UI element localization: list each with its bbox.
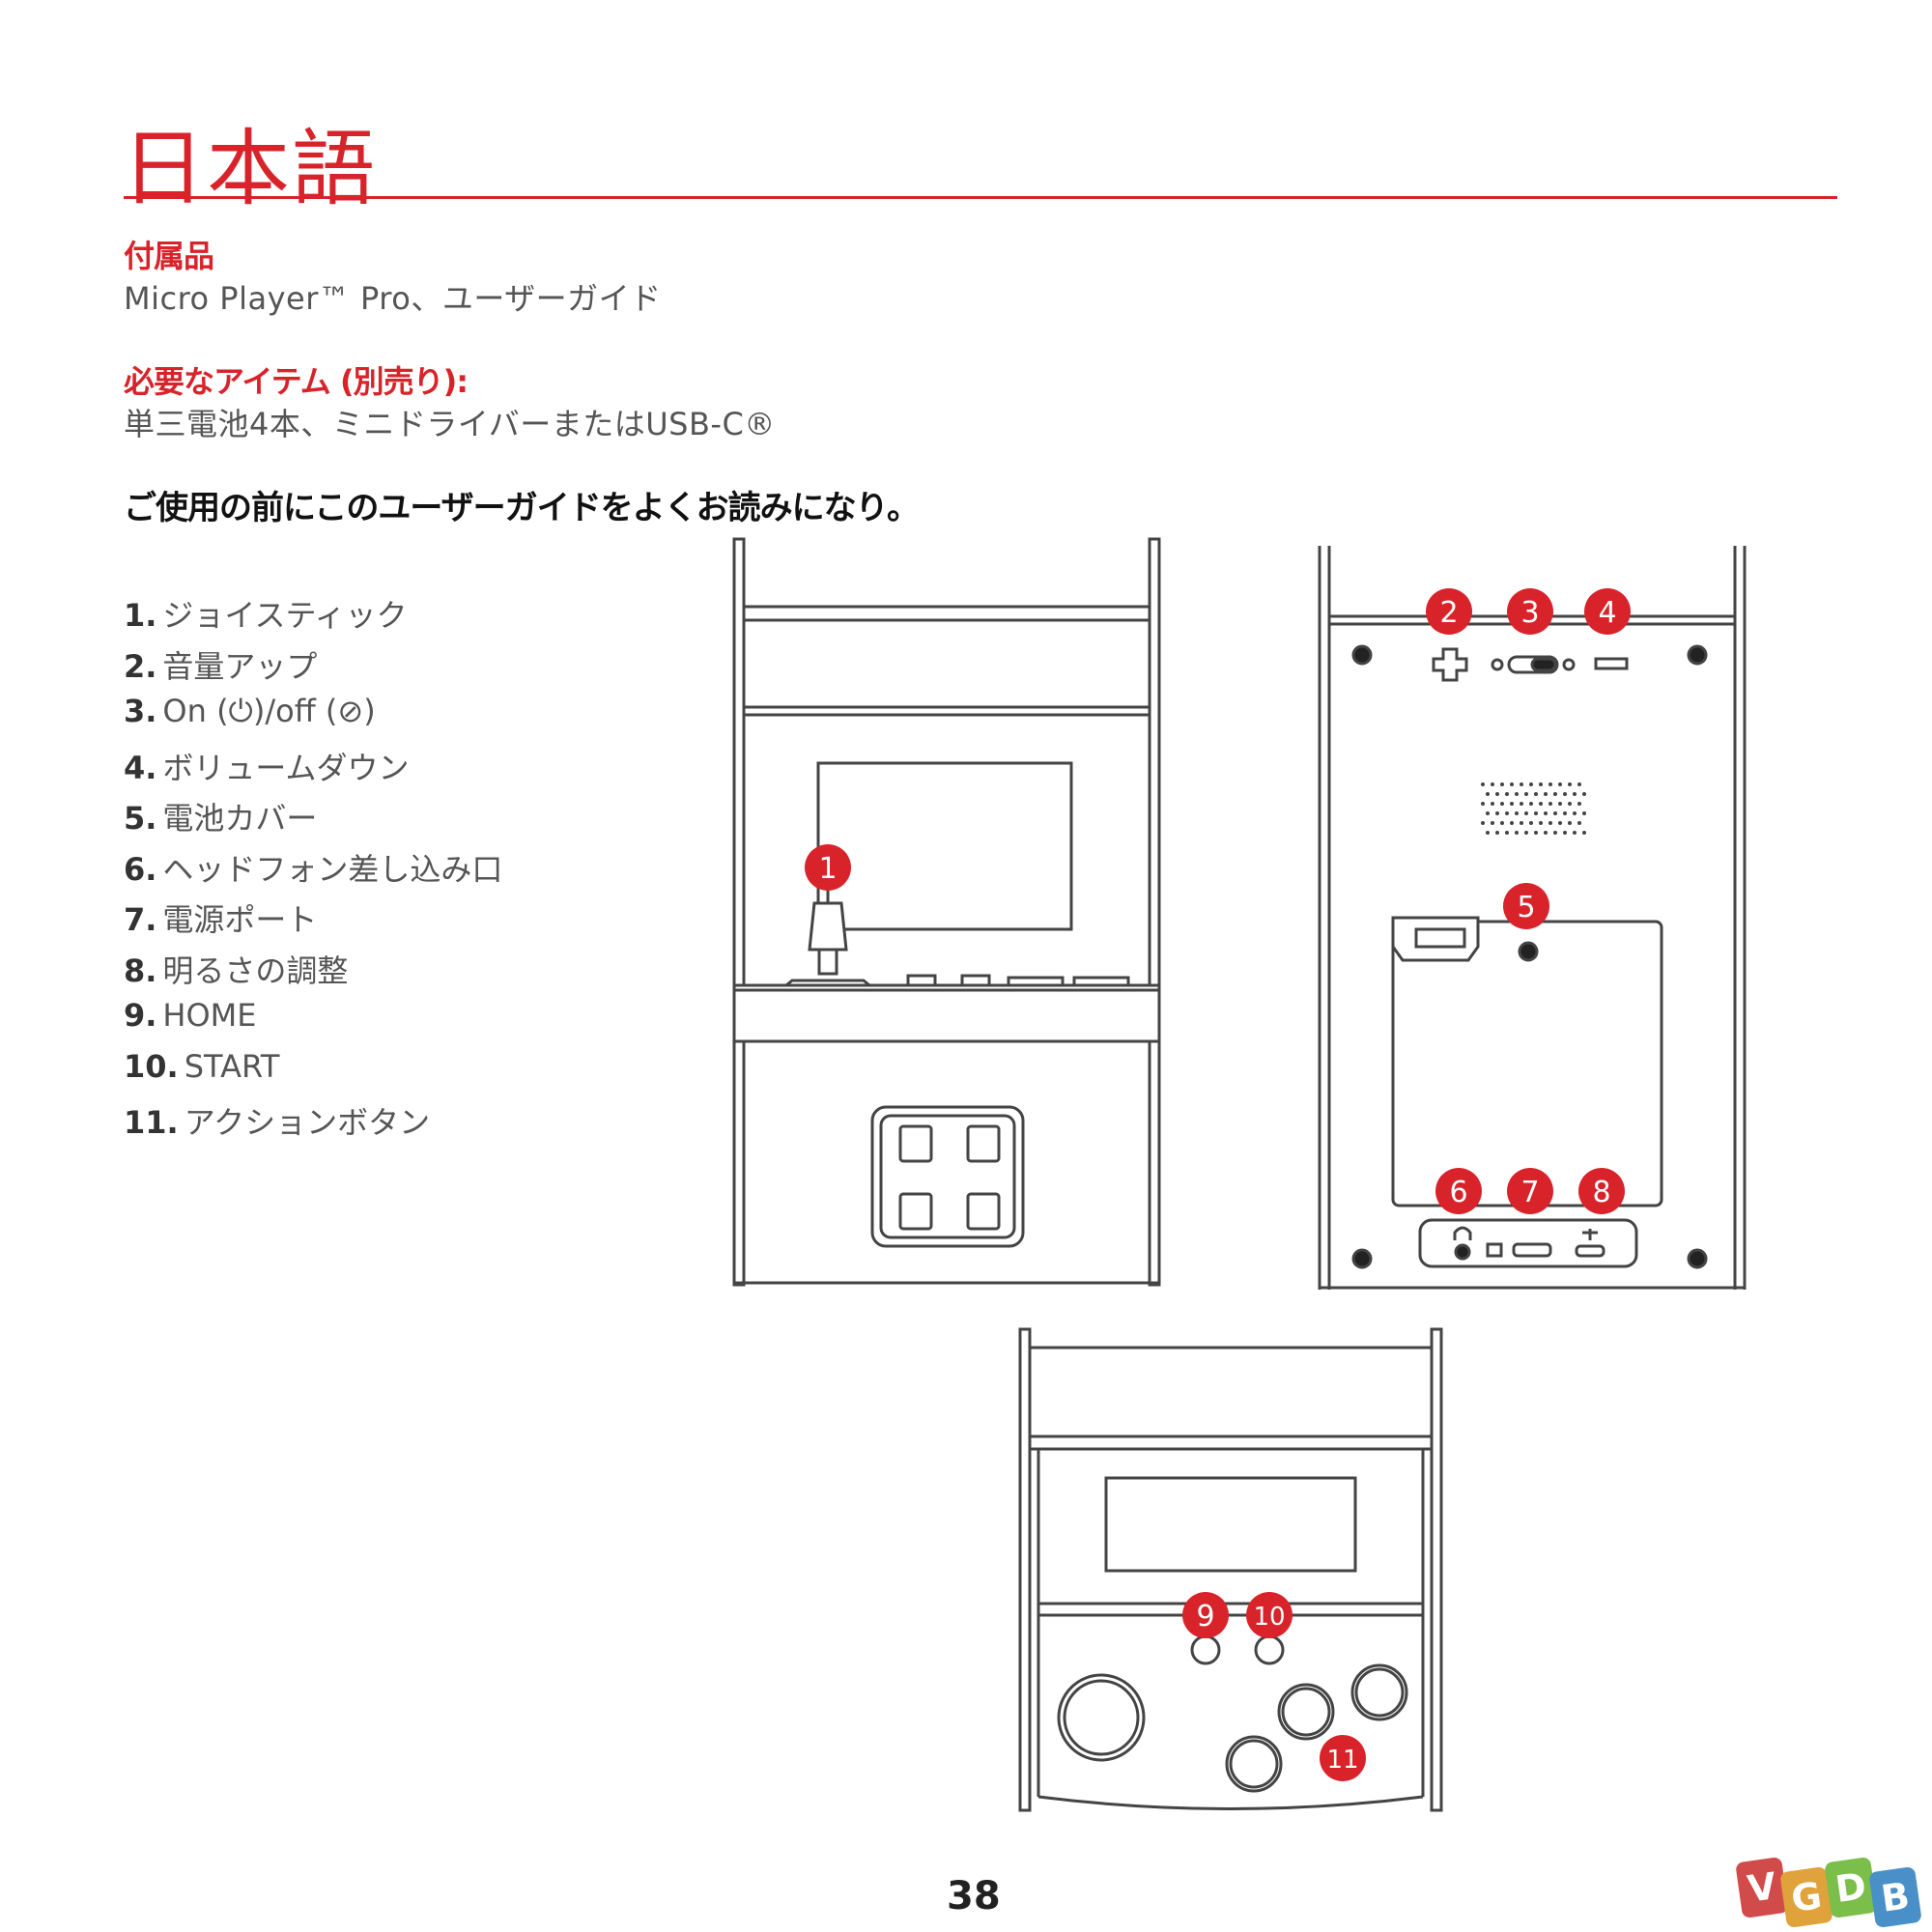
svg-text:11: 11 <box>1326 1746 1358 1775</box>
page-title: 日本語 <box>122 121 377 217</box>
svg-text:6: 6 <box>1449 1176 1467 1209</box>
list-item: 11.アクションボタン <box>124 1104 431 1141</box>
callout-badge: 9 <box>1182 1592 1229 1638</box>
callout-badge: 11 <box>1320 1735 1366 1781</box>
headphone-icon <box>1453 1226 1472 1240</box>
read-guide-notice: ご使用の前にこのユーザーガイドをよくお読みになり。 <box>124 489 920 527</box>
callout-badge: 4 <box>1584 588 1631 635</box>
top-view-illustration <box>1018 1327 1443 1812</box>
callout-badge: 5 <box>1503 883 1549 929</box>
callout-badge: 1 <box>805 844 851 891</box>
power-switch-icon <box>1491 655 1576 674</box>
list-item: 6.ヘッドフォン差し込み口 <box>124 850 503 888</box>
svg-text:9: 9 <box>1196 1600 1214 1634</box>
joystick-top-icon <box>1057 1673 1146 1762</box>
action-button-icon <box>1350 1663 1408 1721</box>
svg-text:5: 5 <box>1517 891 1535 924</box>
title-divider <box>124 196 1837 199</box>
included-heading: 付属品 <box>124 238 214 274</box>
callout-badge: 8 <box>1578 1168 1625 1214</box>
list-item: 5.電池カバー <box>124 800 318 837</box>
svg-text:4: 4 <box>1598 596 1616 630</box>
action-button-icon <box>1225 1735 1283 1793</box>
svg-text:3: 3 <box>1520 596 1539 630</box>
usb-icon <box>1512 1242 1552 1258</box>
list-item: 9.HOME <box>124 997 257 1034</box>
speaker-grille-icon <box>870 1105 1025 1248</box>
callout-badge: 6 <box>1435 1168 1482 1214</box>
action-button-icon <box>1277 1683 1335 1741</box>
callout-badge: 3 <box>1507 588 1553 635</box>
callout-badge: 10 <box>1246 1592 1293 1638</box>
start-button-icon <box>1254 1634 1285 1665</box>
page-number: 38 <box>947 1874 1001 1918</box>
included-text: Micro Player™ Pro、ユーザーガイド <box>124 280 662 317</box>
svg-text:1: 1 <box>818 852 837 886</box>
callout-badge: 2 <box>1426 588 1472 635</box>
list-item: 8.明るさの調整 <box>124 952 349 989</box>
parts-list: 1.ジョイスティック 2.音量アップ 3.On (⏻)/off (⊘) 4.ボリ… <box>124 591 502 1150</box>
joystick-icon <box>781 874 874 987</box>
list-item: 10.START <box>124 1047 280 1085</box>
plus-icon <box>1432 647 1468 682</box>
list-item: 4.ボリュームダウン <box>124 749 410 786</box>
list-item: 2.音量アップ <box>124 647 318 685</box>
svg-text:2: 2 <box>1439 596 1458 630</box>
list-item: 7.電源ポート <box>124 901 318 938</box>
svg-text:8: 8 <box>1592 1176 1610 1209</box>
speaker-holes-icon <box>1481 782 1586 835</box>
required-text: 単三電池4本、ミニドライバーまたはUSB-C® <box>124 406 776 442</box>
home-button-icon <box>1190 1634 1221 1665</box>
svg-text:7: 7 <box>1520 1176 1539 1209</box>
brightness-icon <box>1575 1229 1605 1258</box>
front-view-illustration <box>732 537 1161 1287</box>
required-heading: 必要なアイテム (別売り): <box>124 363 469 400</box>
callout-badge: 7 <box>1507 1168 1553 1214</box>
list-item: 3.On (⏻)/off (⊘) <box>124 693 376 729</box>
svg-text:10: 10 <box>1253 1603 1285 1632</box>
list-item: 1.ジョイスティック <box>124 597 408 634</box>
minus-icon <box>1594 657 1629 670</box>
